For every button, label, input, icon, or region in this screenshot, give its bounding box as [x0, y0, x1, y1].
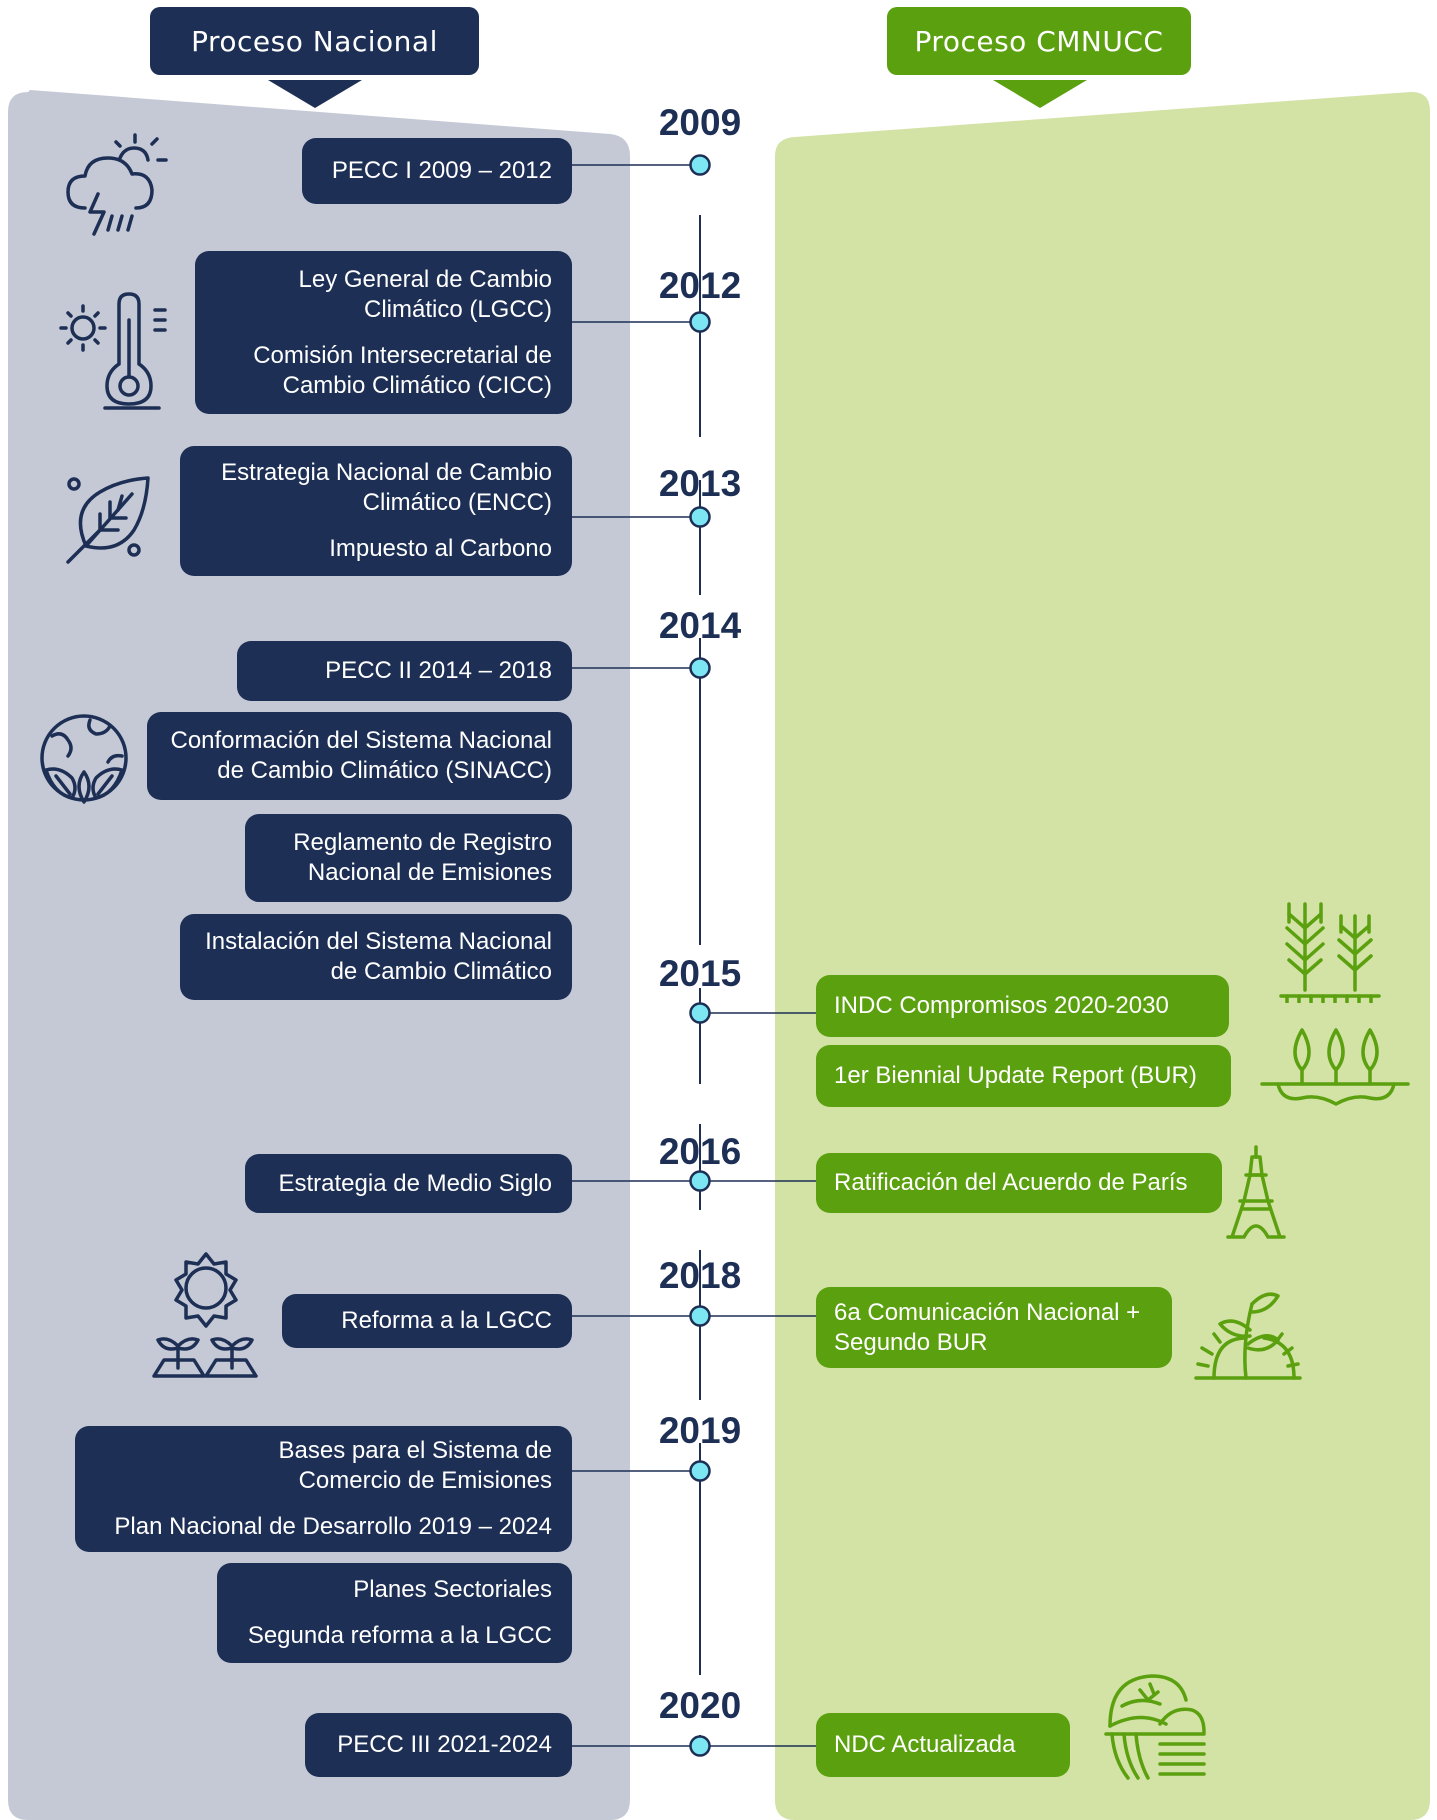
sun-sprouts-icon — [152, 1252, 258, 1378]
node-2009 — [689, 154, 711, 176]
comunicacion-line-1: 6a Comunicación Nacional + — [834, 1298, 1141, 1326]
year-2016: 2016 — [658, 1131, 742, 1172]
reforma-box: Reforma a la LGCC — [282, 1294, 572, 1348]
year-2012: 2012 — [658, 265, 742, 306]
medio-siglo-label: Estrategia de Medio Siglo — [278, 1169, 553, 1197]
year-2014: 2014 — [658, 605, 742, 646]
sinacc-box: Conformación del Sistema Nacional de Cam… — [147, 712, 572, 800]
ndc-label: NDC Actualizada — [834, 1731, 1016, 1758]
pecc-i-label: PECC I 2009 – 2012 — [331, 157, 552, 184]
pecc-iii-box: PECC III 2021-2024 — [305, 1713, 572, 1777]
national-process-header: Proceso Nacional — [150, 7, 479, 75]
leaf-icon — [66, 476, 150, 564]
encc-box: Estrategia Nacional de Cambio Climático … — [180, 446, 572, 576]
node-2019 — [689, 1460, 711, 1482]
lgcc-cicc-box: Ley General de Cambio Climático (LGCC) C… — [195, 251, 572, 414]
pecc-ii-label: PECC II 2014 – 2018 — [325, 657, 552, 684]
year-2015: 2015 — [658, 953, 742, 994]
reglamento-line-2: Nacional de Emisiones — [307, 859, 552, 886]
storm-cloud-icon — [66, 133, 168, 236]
year-2013: 2013 — [658, 463, 742, 504]
reglamento-box: Reglamento de Registro Nacional de Emisi… — [245, 814, 572, 902]
node-2013 — [689, 506, 711, 528]
instalacion-box: Instalación del Sistema Nacional de Camb… — [180, 914, 572, 1000]
indc-box: INDC Compromisos 2020-2030 — [816, 975, 1229, 1037]
comunicacion-line-2: Segundo BUR — [834, 1328, 988, 1356]
trees-landscape-icon — [1260, 1028, 1410, 1106]
eiffel-tower-icon — [1226, 1145, 1286, 1239]
bases-pnd-box: Bases para el Sistema de Comercio de Emi… — [75, 1426, 572, 1552]
cmnucc-header-pointer — [993, 80, 1087, 108]
bur-box: 1er Biennial Update Report (BUR) — [816, 1045, 1231, 1107]
ndc-box: NDC Actualizada — [816, 1713, 1070, 1777]
sinacc-line-2: de Cambio Climático (SINACC) — [217, 757, 552, 784]
sinacc-line-1: Conformación del Sistema Nacional — [170, 727, 552, 754]
node-2015 — [689, 1002, 711, 1024]
cicc-line-1: Comisión Intersecretarial de — [253, 341, 552, 369]
pnd-label: Plan Nacional de Desarrollo 2019 – 2024 — [114, 1513, 552, 1540]
earth-leaves-icon — [40, 714, 128, 804]
lgcc-line-2: Climático (LGCC) — [363, 295, 552, 323]
segunda-reforma-label: Segunda reforma a la LGCC — [247, 1622, 552, 1649]
year-2009: 2009 — [658, 102, 742, 143]
thermometer-sun-icon — [59, 292, 167, 410]
paris-box: Ratificación del Acuerdo de París — [816, 1153, 1222, 1213]
year-2019: 2019 — [658, 1410, 742, 1451]
year-2020: 2020 — [658, 1685, 742, 1726]
bur-label: 1er Biennial Update Report (BUR) — [834, 1062, 1197, 1089]
carbon-tax-label: Impuesto al Carbono — [329, 535, 552, 562]
sprout-sunrise-icon — [1194, 1292, 1302, 1380]
paris-label: Ratificación del Acuerdo de París — [834, 1169, 1188, 1196]
cicc-line-2: Cambio Climático (CICC) — [282, 371, 552, 399]
wheat-icon — [1279, 902, 1381, 1003]
node-2014 — [689, 657, 711, 679]
national-header-pointer — [268, 80, 362, 108]
sectoriales-label: Planes Sectoriales — [353, 1576, 552, 1603]
instalacion-line-2: de Cambio Climático — [330, 958, 552, 985]
medio-siglo-box: Estrategia de Medio Siglo — [245, 1154, 572, 1213]
pecc-i-box: PECC I 2009 – 2012 — [302, 138, 572, 204]
comunicacion-box: 6a Comunicación Nacional + Segundo BUR — [816, 1287, 1172, 1368]
year-2018: 2018 — [658, 1255, 742, 1296]
node-2020 — [689, 1735, 711, 1757]
lgcc-line-1: Ley General de Cambio — [298, 265, 552, 293]
reforma-label: Reforma a la LGCC — [341, 1307, 552, 1334]
cmnucc-panel — [775, 91, 1430, 1820]
encc-line-1: Estrategia Nacional de Cambio — [221, 459, 552, 486]
node-2018 — [689, 1305, 711, 1327]
sectoriales-box: Planes Sectoriales Segunda reforma a la … — [217, 1563, 572, 1663]
farm-fields-icon — [1104, 1674, 1206, 1780]
reglamento-line-1: Reglamento de Registro — [293, 829, 552, 856]
indc-label: INDC Compromisos 2020-2030 — [834, 992, 1169, 1019]
pecc-iii-label: PECC III 2021-2024 — [337, 1731, 552, 1758]
node-2016 — [689, 1170, 711, 1192]
encc-line-2: Climático (ENCC) — [362, 489, 552, 516]
pecc-ii-box: PECC II 2014 – 2018 — [237, 641, 572, 701]
node-2012 — [689, 311, 711, 333]
cmnucc-process-header: Proceso CMNUCC — [887, 7, 1191, 75]
bases-line-1: Bases para el Sistema de — [278, 1437, 552, 1464]
instalacion-line-1: Instalación del Sistema Nacional — [205, 928, 552, 955]
bases-line-2: Comercio de Emisiones — [298, 1467, 552, 1494]
